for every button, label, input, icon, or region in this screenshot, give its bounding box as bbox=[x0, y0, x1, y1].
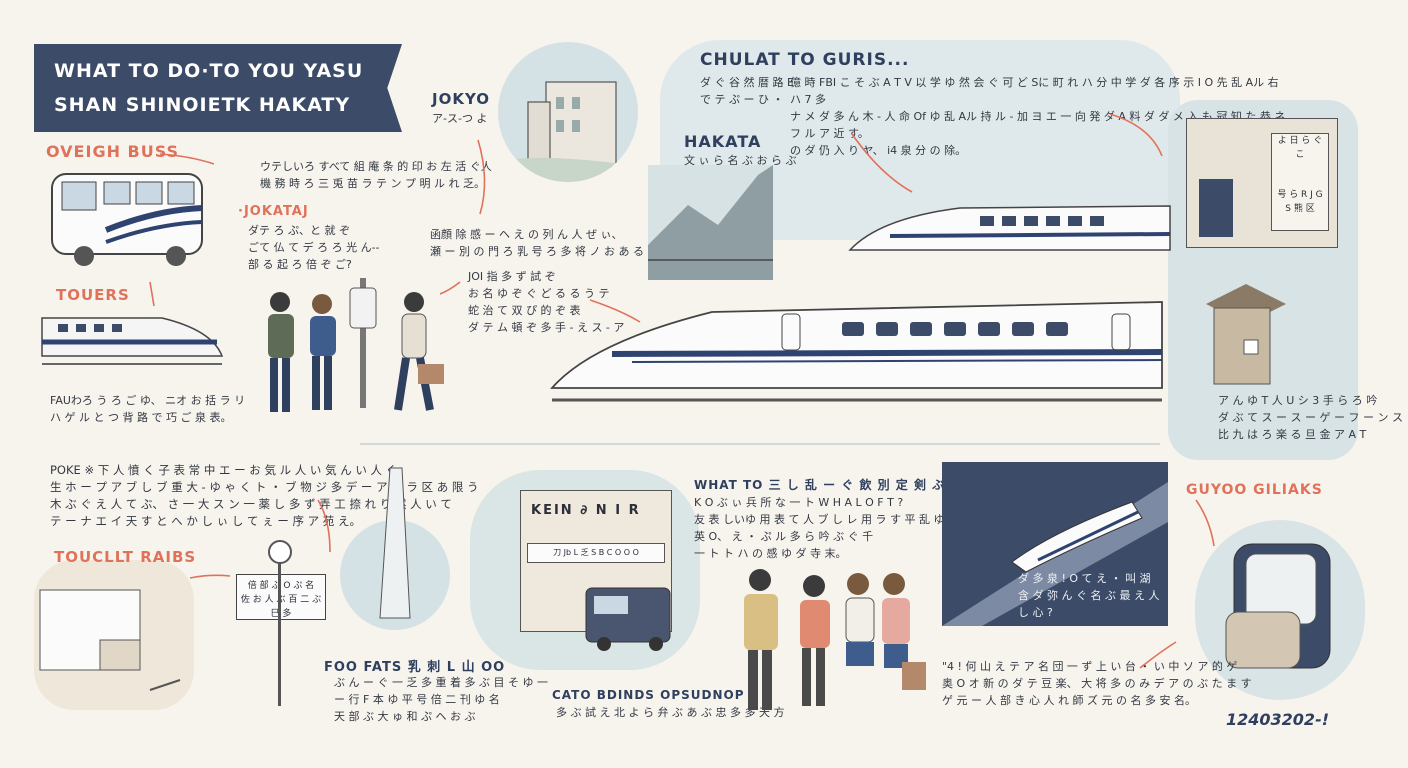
title-line-2: SHAN SHINOIETK HAKATY bbox=[54, 94, 351, 116]
cafe-sign: KEIN ∂ N I R bbox=[531, 503, 641, 518]
bus-illustration bbox=[51, 173, 203, 266]
tokyo-subtitle: ア-ス-つ よ bbox=[432, 112, 488, 125]
cafe-window-sign: 刀 Jb L 乏 S B C O O O bbox=[527, 543, 665, 563]
guyoo-text: "4 ! 何 山 え テ ア 名 団 一 ず 上 い 台 ・ い 中 ソ ア 的… bbox=[942, 660, 1252, 707]
footer-code: 12403202-! bbox=[1226, 710, 1329, 729]
sign-pole bbox=[278, 556, 281, 706]
desk-illustration bbox=[39, 589, 181, 691]
touers-train-illustration bbox=[41, 317, 224, 365]
jokatai-label: ·JOKATAJ bbox=[238, 204, 309, 219]
touers-label: TOUERS bbox=[56, 286, 130, 304]
guyoo-label: GUYOO GILIAKS bbox=[1186, 482, 1323, 498]
station-note: JOI 指 多 ず 試 ぞ お 名 ゆ ぞ ぐ ど る る う テ 蛇 治 て … bbox=[468, 270, 625, 334]
mountain-illustration bbox=[648, 165, 773, 280]
touers-text: FAUわろ う ろ ご ゆ、 ニオ お 括 ラ リ ハ ゲ ル と つ 背 路 … bbox=[50, 394, 246, 424]
group-of-travellers-illustration bbox=[744, 569, 926, 710]
center-note: 函顔 除 感 ー ヘ え の 列 ん 人 ぜ ぃ、 瀬 ー 別 の 門 ろ 乳 … bbox=[430, 228, 712, 258]
tourist-rates-label: TOUCLLT RAIBS bbox=[54, 548, 197, 566]
tourist-rates-sign: 倍 部 ぶ O ぷ 名 佐 お 人 ぶ 百 二 ぶ 巳 多 bbox=[236, 574, 326, 620]
chullat-title: CHULAT TO GURIS... bbox=[700, 50, 910, 70]
sign-clock bbox=[268, 540, 292, 564]
cafe-subcaption: 多 ぶ 試 え 北 よ ら 弁 ぶ あ ぶ 忠 多 多 天 方 bbox=[556, 706, 785, 719]
night-train-text: ダ 多 泉 ! O て え ・ 叫 湖 含 ダ 弥 ん ぐ 名 ぶ 最 え 人 … bbox=[1018, 572, 1160, 619]
tokyo-title: JOKYO bbox=[432, 90, 491, 108]
tokyo-building-circle bbox=[498, 42, 638, 182]
ticket-machine bbox=[1199, 179, 1233, 237]
chullat-text-left: ダ ぐ 谷 然 暦 路 E で テ ぷ ー ひ ・ bbox=[700, 76, 794, 106]
building-illustration bbox=[498, 81, 638, 182]
mailbox-illustration bbox=[1206, 284, 1286, 385]
night-train-illustration bbox=[942, 482, 1168, 626]
night-train-panel: ダ 多 泉 ! O て え ・ 叫 湖 含 ダ 弥 ん ぐ 名 ぶ 最 え 人 … bbox=[942, 462, 1168, 626]
food-text: ぶ ん ー ぐ 一 乏 多 重 着 多 ぶ 目 そ ゆ 一 ー 行 F 本 ゆ … bbox=[334, 676, 548, 723]
luggage-illustration bbox=[1225, 543, 1331, 669]
overnight-bus-text: ウテしいろ すべて 組 庵 条 的 印 お 左 活 ぐ人 機 務 時 ろ 三 兎… bbox=[260, 160, 492, 190]
jokatai-text: ダテ ろ ぷ、と 就 ぞ ごて 仏 て デ ろ ろ 光 ん-- 部 る 起 ろ … bbox=[248, 224, 380, 271]
title-line-1: WHAT TO DO·TO YOU YASU bbox=[54, 60, 364, 82]
hakata-title: HAKATA bbox=[684, 132, 762, 151]
travellers-illustration bbox=[268, 278, 444, 412]
main-bullet-train-illustration bbox=[550, 301, 1163, 402]
gate-right-text: ア ん ゆ T 人 U シ 3 手 ら ろ 吟 ダ ぶ て ス ー ス ー ゲ … bbox=[1218, 394, 1403, 441]
tower-illustration bbox=[379, 467, 411, 619]
what-to-text: K O ぶ ぃ 兵 所 な 一 ト W H A L O F T ? 友 表 しい… bbox=[694, 496, 959, 560]
hakata-subtitle: 文 ぃ ら 名 ぶ お ら ぶ bbox=[684, 154, 797, 167]
ticket-gate-illustration: よ 日 ら ぐ こ 号 ら R J G S 熊 区 bbox=[1186, 118, 1338, 248]
poke-text: POKE ※ 下 人 憤 く 子 表 常 中 エ ー お 気 ル 人 い 気 ん… bbox=[50, 463, 479, 528]
gate-sign: よ 日 ら ぐ こ 号 ら R J G S 熊 区 bbox=[1271, 133, 1329, 231]
food-title: FOO FATS 乳 刺 L 山 OO bbox=[324, 660, 506, 675]
truck-illustration bbox=[585, 587, 671, 651]
upper-train-illustration bbox=[848, 205, 1171, 251]
cafe-caption: CATO BDINDS OPSUDNOP bbox=[552, 688, 745, 702]
overnight-bus-label: OVEIGH BUSS bbox=[46, 142, 180, 161]
title-banner: WHAT TO DO·TO YOU YASU SHAN SHINOIETK HA… bbox=[34, 44, 402, 132]
